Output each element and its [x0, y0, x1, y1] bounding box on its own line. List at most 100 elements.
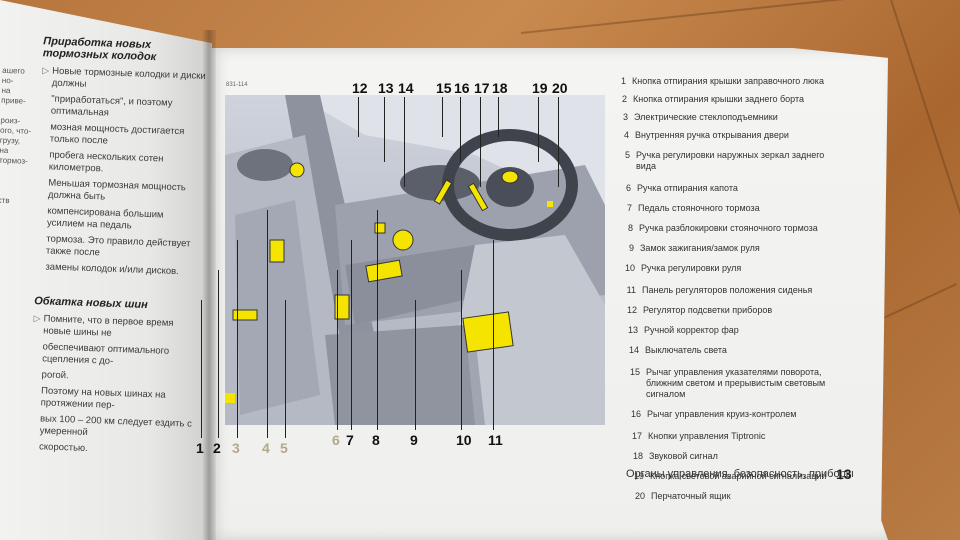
legend-item-text: Ручка разблокировки стояночного тормоза: [639, 223, 818, 233]
book-spine: [202, 30, 216, 540]
section-footer: Органы управления, безопасность, приборы: [626, 468, 854, 480]
legend-item-text: Регулятор подсветки приборов: [643, 305, 773, 315]
heading-brake-pads: Приработка новых тормозных колодок: [42, 35, 157, 64]
callout-number-11: 11: [488, 432, 503, 448]
legend-item-text: Звуковой сигнал: [649, 451, 718, 461]
car-interior-drawing: [225, 95, 605, 425]
legend-item-text: Выключатель света: [645, 345, 727, 355]
legend-item-text: Электрические стеклоподъемники: [634, 112, 778, 122]
callout-number-14: 14: [398, 80, 414, 96]
figure-reference: 831-114: [226, 82, 248, 88]
callout-line: [351, 240, 352, 430]
legend-item-number: 19: [633, 471, 644, 481]
legend-item-number: 5: [624, 150, 630, 160]
legend-item-number: 16: [630, 409, 641, 419]
legend-item-number: 1: [620, 76, 626, 86]
paragraph-new-tires: Помните, что в первое время новые шины н…: [0, 312, 198, 459]
legend-item: 6 Ручка отпирания капота: [612, 183, 842, 194]
legend-item: 9 Замок зажигания/замок руля: [612, 243, 842, 254]
callout-number-12: 12: [352, 80, 368, 96]
callout-number-8: 8: [372, 432, 380, 448]
legend-item-number: 17: [631, 431, 642, 441]
car-interior-illustration: [225, 95, 605, 425]
callout-number-3: 3: [232, 440, 240, 456]
paragraph-line: замены колодок и/или дисков.: [45, 261, 179, 278]
legend-item-number: 4: [623, 130, 629, 140]
legend-item-number: 15: [629, 367, 640, 377]
callout-line: [237, 240, 238, 438]
callout-number-13: 13: [378, 80, 394, 96]
callout-number-4: 4: [262, 440, 270, 456]
legend-item-text: Внутренняя ручка открывания двери: [635, 130, 789, 140]
paragraph-line: пробега нескольких сотен километров.: [48, 149, 164, 175]
paragraph-line: обеспечивают оптимального сцепления с до…: [42, 341, 170, 367]
callout-line: [442, 97, 443, 137]
callout-line: [460, 97, 461, 162]
callout-number-2: 2: [213, 440, 221, 456]
legend-item-text: Ручка регулировки наружных зеркал заднег…: [636, 150, 825, 171]
paragraph-line: Помните, что в первое время новые шины н…: [42, 313, 174, 339]
legend-item-number: 9: [628, 243, 634, 253]
callout-line: [461, 270, 462, 430]
legend-item-text: Ручка регулировки руля: [641, 263, 742, 273]
page-number: 13: [836, 466, 852, 482]
legend-item-text: Панель регуляторов положения сиденья: [642, 285, 813, 295]
callout-number-18: 18: [492, 80, 508, 96]
legend-item-text: Ручка отпирания капота: [637, 183, 738, 193]
callout-number-6: 6: [332, 432, 340, 448]
legend-item-text: Кнопка световой аварийной сигнализации: [650, 471, 827, 481]
callout-number-9: 9: [410, 432, 418, 448]
margin-line: на приве-: [1, 85, 26, 106]
callout-line: [267, 210, 268, 438]
legend-item-number: 14: [628, 345, 639, 355]
legend-item: 10 Ручка регулировки руля: [612, 263, 842, 274]
legend-item-text: Замок зажигания/замок руля: [640, 243, 760, 253]
legend-item: 17 Кнопки управления Tiptronic: [612, 431, 842, 442]
triangle-bullet-icon: ▷: [42, 65, 50, 76]
callout-line: [493, 240, 494, 430]
paragraph-line: Поэтому на новых шинах на протяжении пер…: [40, 385, 166, 411]
legend-item-number: 6: [625, 183, 631, 193]
paragraph-line: Меньшая тормозная мощность должна быть: [47, 177, 187, 203]
callout-number-15: 15: [436, 80, 452, 96]
callout-line: [404, 97, 405, 187]
legend-item-text: Перчаточный ящик: [651, 491, 731, 501]
callout-line: [218, 270, 219, 438]
callout-line: [538, 97, 539, 162]
margin-line: ашего но-: [1, 65, 25, 86]
legend-item: 3 Электрические стеклоподъемники: [612, 112, 842, 123]
callout-line: [384, 97, 385, 162]
callout-number-1: 1: [196, 440, 204, 456]
legend-item: 20 Перчаточный ящик: [612, 491, 842, 502]
legend-item-text: Педаль стояночного тормоза: [638, 203, 760, 213]
legend-item-number: 18: [632, 451, 643, 461]
legend-item: 4 Внутренняя ручка открывания двери: [612, 130, 842, 141]
callout-line: [415, 300, 416, 430]
callout-line: [558, 97, 559, 187]
legend-item: 5 Ручка регулировки наружных зеркал задне…: [612, 150, 842, 172]
legend-item-number: 2: [621, 94, 627, 104]
callout-number-7: 7: [346, 432, 354, 448]
callout-number-19: 19: [532, 80, 548, 96]
legend-item: 15 Рычаг управления указателями поворота,…: [612, 367, 842, 400]
legend-item-number: 20: [634, 491, 645, 501]
legend-item: 14 Выключатель света: [612, 345, 842, 356]
legend-item-text: Кнопки управления Tiptronic: [648, 431, 766, 441]
margin-line: ств: [0, 195, 10, 206]
legend-item-number: 3: [622, 112, 628, 122]
callout-line: [377, 210, 378, 430]
callout-number-16: 16: [454, 80, 470, 96]
legend-item-text: Рычаг управления указателями поворота, б…: [646, 367, 826, 399]
callout-number-10: 10: [456, 432, 472, 448]
legend-item-number: 13: [627, 325, 638, 335]
legend-item-number: 10: [624, 263, 635, 273]
paragraph-line: скоростью.: [38, 441, 88, 455]
